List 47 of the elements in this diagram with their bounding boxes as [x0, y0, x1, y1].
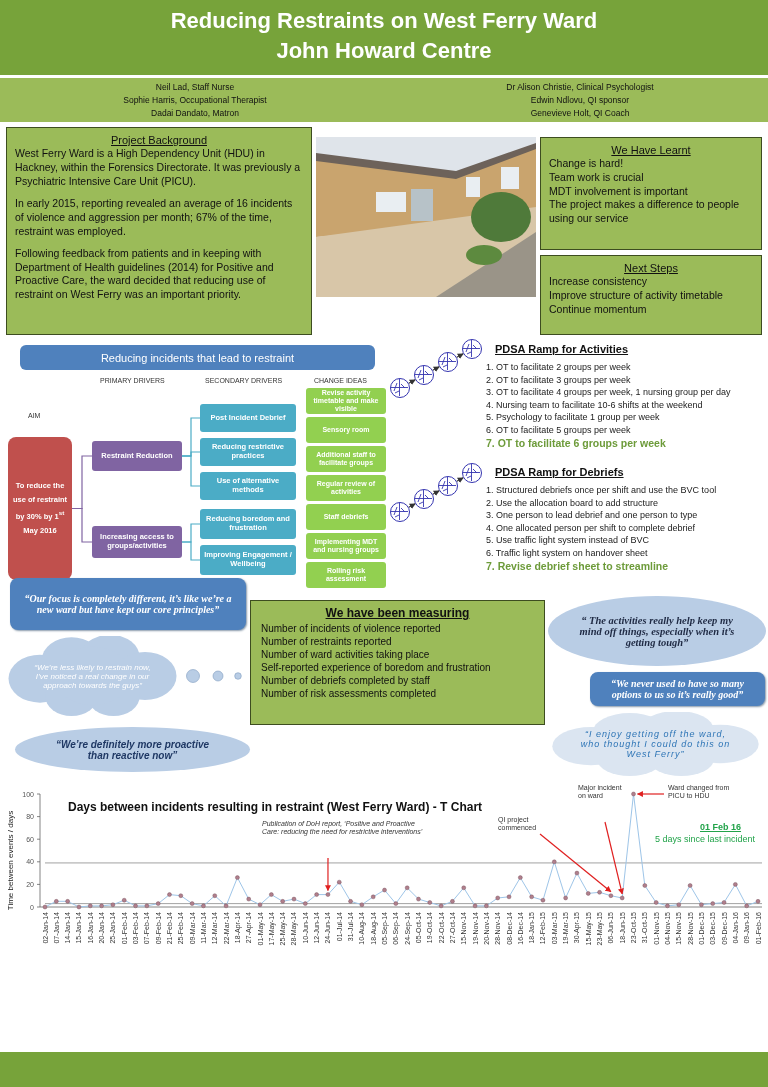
- list-item: 1. OT to facilitate 2 groups per week: [486, 361, 632, 374]
- axis-title: Time between events / days: [6, 810, 15, 911]
- list-item: 6. OT to facilitate 5 groups per week: [486, 423, 632, 436]
- section-heading: PDSA Ramp for Activities: [495, 343, 629, 355]
- status-date: 01 Feb 16: [700, 822, 742, 832]
- panel-text: Following feedback from patients and in keeping with Department of Health guidelines (2014) for Positive and Proactive Care, the ward decided that reducing use of restraint on West Ferry was an important priority.: [15, 247, 275, 302]
- panel-text: Change is hard!: [549, 157, 625, 171]
- panel-text: Number of debriefs completed by staff: [261, 673, 431, 687]
- panel-text: MDT involvement is important: [549, 184, 689, 199]
- panel-heading: Project Background: [110, 133, 208, 148]
- panel-heading: We have been measuring: [324, 606, 471, 622]
- author-name: Sophie Harris, Occupational Therapist: [122, 95, 268, 105]
- panel-text: Self-reported experience of boredom and frustration: [261, 660, 492, 674]
- list-item: 4. Nursing team to facilitate 10-6 shifts at the weekend: [486, 398, 704, 411]
- list-item: 3. One person to lead debrief and one person to type: [486, 509, 699, 522]
- list-item: 2. Use the allocation board to add structure: [486, 496, 660, 509]
- panel-text: Improve structure of activity timetable: [549, 288, 724, 303]
- panel-text: Number of incidents of violence reported: [261, 621, 442, 635]
- list-item: 6. Traffic light system on handover sheet: [486, 546, 649, 559]
- panel-heading: We Have Learnt: [610, 143, 692, 158]
- status-text: 5 days since last incident: [655, 834, 756, 844]
- panel-heading: Next Steps: [623, 261, 679, 276]
- poster-title: Reducing Restraints on West Ferry Ward John Howard Centre: [169, 7, 599, 65]
- section-heading: PDSA Ramp for Debriefs: [495, 466, 624, 478]
- panel-text: Number of ward activities taking place: [261, 647, 431, 661]
- author-name: Dadai Dandato, Matron: [150, 108, 240, 118]
- panel-text: Increase consistency: [549, 275, 649, 289]
- author-name: Genevieve Holt, QI Coach: [529, 108, 631, 118]
- chart-title: Days between incidents resulting in restraint (West Ferry Ward) - T Chart: [68, 800, 483, 814]
- list-item: 1. Structured debriefs once per shift and use the BVC tool: [486, 484, 718, 497]
- author-name: Neil Lad, Staff Nurse: [154, 82, 236, 92]
- panel-text: Number of risk assessments completed: [261, 686, 438, 700]
- author-name: Edwin Ndlovu, QI sponsor: [529, 95, 631, 105]
- panel-text: Team work is crucial: [549, 170, 645, 185]
- list-item: 7. OT to facilitate 6 groups per week: [486, 436, 667, 450]
- panel-text: The project makes a difference to people using our service: [549, 198, 741, 226]
- panel-text: Continue momentum: [549, 302, 648, 317]
- panel-text: Number of restraints reported: [261, 634, 393, 648]
- list-item: 7. Revise debrief sheet to streamline: [486, 559, 670, 573]
- list-item: 4. One allocated person per shift to complete debrief: [486, 521, 697, 534]
- list-item: 5. Psychology to facilitate 1 group per week: [486, 411, 661, 424]
- panel-text: West Ferry Ward is a High Dependency Unit (HDU) in Hackney, within the Forensics Directorate. It was previously a Psychiatric Intensive Care Unit (PICU).: [15, 147, 302, 189]
- list-item: 3. OT to facilitate 4 groups per week, 1 nursing group per day: [486, 386, 732, 399]
- author-name: Dr Alison Christie, Clinical Psychologist: [505, 82, 655, 92]
- panel-text: In early 2015, reporting revealed an average of 16 incidents of violence and aggression per month; 67% of the time, restraint was employed.: [15, 197, 294, 239]
- list-item: 5. Use traffic light system instead of BVC: [486, 534, 650, 547]
- list-item: 2. OT to facilitate 3 groups per week: [486, 373, 632, 386]
